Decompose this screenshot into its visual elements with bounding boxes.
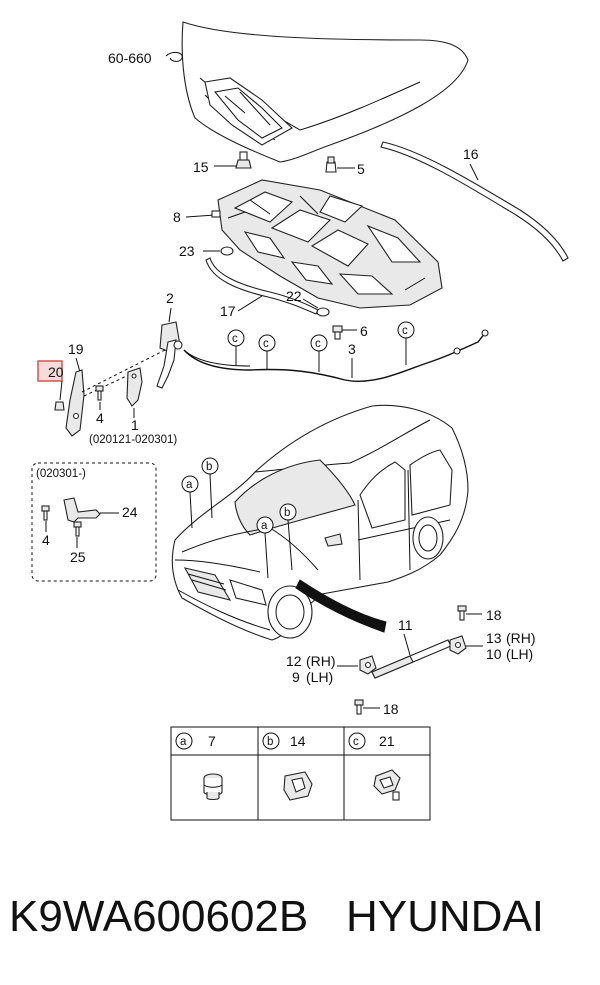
vehicle-suv bbox=[171, 404, 469, 641]
cable-clip-c-markers: c c c c bbox=[227, 321, 415, 372]
date-range-label: (020121-020301) bbox=[89, 434, 177, 446]
car-ref-markers: b a a b bbox=[181, 457, 297, 579]
inset-date-label: (020301-) bbox=[36, 468, 86, 480]
svg-text:b: b bbox=[284, 507, 290, 519]
callout-10: 10 bbox=[486, 646, 502, 662]
part-6-bolt-icon bbox=[332, 325, 343, 340]
legend-a-marker bbox=[175, 732, 193, 750]
ref-arrow-icon bbox=[165, 51, 183, 62]
callout-12-side: (RH) bbox=[306, 653, 336, 669]
inset-box-020301 bbox=[31, 462, 157, 582]
callout-15: 15 bbox=[193, 159, 209, 175]
callout-10-side: (LH) bbox=[506, 646, 533, 662]
callout-6: 6 bbox=[360, 323, 368, 339]
callout-2: 2 bbox=[166, 290, 174, 306]
cable-clip-21-icon bbox=[373, 769, 401, 801]
part-16-weatherstrip bbox=[380, 141, 569, 262]
part-8-clip-icon bbox=[211, 210, 221, 218]
hood-panel bbox=[181, 21, 469, 163]
part-17-strip bbox=[205, 257, 319, 315]
callout-4-lower: 4 bbox=[42, 532, 50, 548]
legend-b-marker bbox=[262, 732, 280, 750]
callout-11: 11 bbox=[398, 617, 413, 633]
callout-60-660: 60-660 bbox=[108, 50, 152, 66]
callout-22: 22 bbox=[286, 288, 302, 304]
callout-18-lower: 18 bbox=[383, 701, 399, 717]
svg-text:b: b bbox=[267, 736, 273, 748]
part-13-10-bracket-icon bbox=[449, 635, 467, 655]
svg-text:b: b bbox=[206, 461, 212, 473]
part-4-bolt-lower-icon bbox=[41, 505, 50, 521]
part-18-bolt-upper-icon bbox=[457, 605, 467, 621]
callout-1: 1 bbox=[131, 417, 139, 433]
part-25-bolt-icon bbox=[73, 521, 82, 537]
svg-text:c: c bbox=[402, 325, 408, 337]
grommet-7-icon bbox=[203, 773, 223, 801]
callout-24: 24 bbox=[122, 504, 138, 520]
part-12-9-bracket-icon bbox=[359, 655, 377, 675]
part-19-bracket bbox=[65, 369, 85, 437]
callout-3: 3 bbox=[348, 341, 356, 357]
part-11-gas-strut bbox=[371, 639, 452, 679]
svg-text:c: c bbox=[353, 736, 359, 748]
part-23-grommet-icon bbox=[220, 246, 234, 256]
legend-table: a 7 b 14 c 21 bbox=[170, 726, 431, 821]
callout-25: 25 bbox=[70, 549, 86, 565]
callout-17: 17 bbox=[220, 303, 236, 319]
brand-text: HYUNDAI bbox=[346, 892, 544, 941]
legend-part-7: 7 bbox=[208, 733, 216, 749]
callout-8: 8 bbox=[173, 209, 181, 225]
svg-text:c: c bbox=[232, 333, 238, 345]
highlight-box-part-20 bbox=[37, 360, 63, 382]
svg-text:a: a bbox=[180, 736, 187, 748]
part-5-clip-icon bbox=[325, 156, 337, 173]
svg-text:a: a bbox=[261, 520, 268, 532]
part-22-grommet-icon bbox=[316, 307, 330, 317]
part-15-nut-icon bbox=[235, 151, 252, 169]
part-4-bolt-icon bbox=[95, 385, 104, 401]
svg-text:c: c bbox=[263, 338, 269, 350]
svg-text:a: a bbox=[186, 479, 193, 491]
callout-19: 19 bbox=[68, 341, 84, 357]
legend-part-21: 21 bbox=[379, 733, 395, 749]
part-2-hood-latch bbox=[156, 321, 183, 389]
part-24-bracket bbox=[63, 497, 101, 523]
callout-5: 5 bbox=[357, 161, 365, 177]
callout-23: 23 bbox=[179, 243, 195, 259]
svg-text:c: c bbox=[315, 338, 321, 350]
legend-part-14: 14 bbox=[290, 733, 306, 749]
callout-4-upper: 4 bbox=[96, 410, 104, 426]
callout-16: 16 bbox=[463, 146, 479, 162]
callout-9-side: (LH) bbox=[306, 669, 333, 685]
pointer-arrow bbox=[295, 579, 387, 633]
callout-13-side: (RH) bbox=[506, 630, 536, 646]
callout-12: 12 bbox=[286, 653, 302, 669]
part-1-hood-latch-assy bbox=[126, 367, 143, 407]
clip-14-icon bbox=[283, 771, 313, 801]
part-18-bolt-lower-icon bbox=[354, 699, 364, 715]
part-3-release-cable bbox=[183, 332, 486, 382]
callout-13: 13 bbox=[486, 630, 502, 646]
part-20-bolt-icon bbox=[54, 401, 65, 411]
part-8-hood-insulator bbox=[217, 179, 443, 309]
part-number-text: K9WA600602B bbox=[9, 892, 308, 941]
callout-18-upper: 18 bbox=[486, 607, 502, 623]
callout-20: 20 bbox=[48, 364, 64, 380]
callout-9: 9 bbox=[292, 669, 300, 685]
legend-c-marker bbox=[348, 732, 366, 750]
